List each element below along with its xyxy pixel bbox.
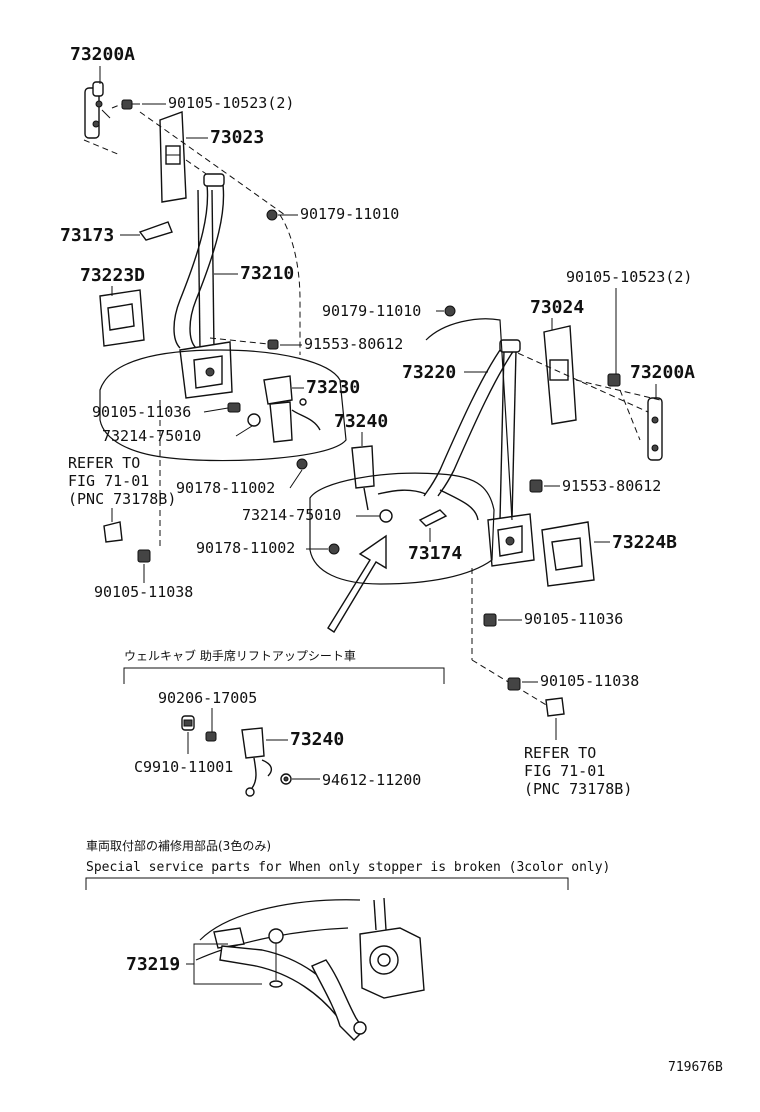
seat-outline-left <box>99 214 347 462</box>
bolt-91553-80612-left <box>267 339 279 350</box>
label-73220: 73220 <box>402 362 456 383</box>
label-91553-80612-left: 91553-80612 <box>304 335 403 353</box>
nut-90179-11010-right <box>444 305 456 317</box>
label-94612-11200: 94612-11200 <box>322 771 421 789</box>
label-73224b: 73224B <box>612 532 677 553</box>
pillar-cover-73024 <box>543 325 577 425</box>
label-73173: 73173 <box>60 225 114 246</box>
label-90179-11010-left: 90179-11010 <box>300 205 399 223</box>
buckle-73240-welcab <box>241 727 273 797</box>
refer-right-line2: FIG 71-01 <box>524 762 605 780</box>
nut-90206-17005 <box>205 731 217 742</box>
retractor-cover-73223d <box>99 289 145 347</box>
label-73200a-right: 73200A <box>630 362 695 383</box>
bolt-91553-80612-right <box>607 373 621 387</box>
label-73214-75010-mid: 73214-75010 <box>242 506 341 524</box>
refer-left-line2: FIG 71-01 <box>68 472 149 490</box>
refer-right-line1: REFER TO <box>524 744 596 762</box>
seatbelt-assembly-73210 <box>173 173 233 399</box>
nut-90179-11010-left <box>266 209 278 221</box>
refer-left-line1: REFER TO <box>68 454 140 472</box>
plug-refer-right <box>545 697 565 717</box>
label-73023: 73023 <box>210 127 264 148</box>
buckle-73240-main <box>351 445 427 511</box>
label-91553-80612-r2: 91553-80612 <box>562 477 661 495</box>
label-73223d: 73223D <box>80 265 145 286</box>
label-73230: 73230 <box>306 377 360 398</box>
label-90105-11036-left: 90105-11036 <box>92 403 191 421</box>
washer-73214-75010-mid <box>379 509 393 523</box>
refer-left-line3: (PNC 73178B) <box>68 490 176 508</box>
label-90206-17005: 90206-17005 <box>158 689 257 707</box>
label-73240-welcab: 73240 <box>290 729 344 750</box>
label-90105-11038-right: 90105-11038 <box>540 672 639 690</box>
service-heading-en: Special service parts for When only stop… <box>86 860 610 875</box>
nut-94612-11200 <box>280 773 292 785</box>
nut-90178-11002-a <box>296 458 308 470</box>
label-73210: 73210 <box>240 263 294 284</box>
bolt-91553-80612-r2 <box>529 479 543 493</box>
buckle-73230 <box>263 375 321 443</box>
refer-right-line3: (PNC 73178B) <box>524 780 632 798</box>
nut-90178-11002-b <box>328 543 340 555</box>
welcab-heading: ウェルキャブ 助手席リフトアップシート車 <box>124 648 356 663</box>
plug-refer-left <box>103 521 123 543</box>
label-73219: 73219 <box>126 954 180 975</box>
bolt-90105-11038-left <box>137 549 151 563</box>
washer-73214-75010-left <box>247 413 261 427</box>
label-90105-11036-right: 90105-11036 <box>524 610 623 628</box>
label-73240-main: 73240 <box>334 411 388 432</box>
label-90105-10523-left: 90105-10523(2) <box>168 94 294 112</box>
arrow-vehicle-front <box>327 534 387 633</box>
seat-outline-right <box>309 318 513 585</box>
label-73200a-top: 73200A <box>70 44 135 65</box>
belt-guide-73173 <box>138 221 173 241</box>
anchor-bracket-73200a-right <box>647 397 663 461</box>
bolt-90105-11038-right <box>507 677 521 691</box>
label-90178-11002-b: 90178-11002 <box>196 539 295 557</box>
figure-id: 719676B <box>668 1060 723 1075</box>
label-73214-75010-left: 73214-75010 <box>102 427 201 445</box>
label-90105-10523-right: 90105-10523(2) <box>566 268 692 286</box>
bolt-90105-11036-right <box>483 613 497 627</box>
label-90179-11010-right: 90179-11010 <box>322 302 421 320</box>
belt-guide-73174 <box>418 509 448 527</box>
stopper-assembly-73219 <box>195 897 425 1041</box>
anchor-bracket-73200a-left <box>84 81 111 139</box>
bolt-90105-10523-left <box>121 99 140 110</box>
label-90105-11038-left: 90105-11038 <box>94 583 193 601</box>
retractor-cover-73224b <box>541 521 595 587</box>
bolt-c9910-11001 <box>181 715 195 731</box>
label-73174: 73174 <box>408 543 462 564</box>
label-c9910-11001: C9910-11001 <box>134 758 233 776</box>
service-heading-jp: 車両取付部の補修用部品(3色のみ) <box>86 838 271 853</box>
label-73024: 73024 <box>530 297 584 318</box>
label-90178-11002-a: 90178-11002 <box>176 479 275 497</box>
pillar-cover-73023 <box>159 111 187 203</box>
bolt-90105-11036-left <box>227 402 241 413</box>
